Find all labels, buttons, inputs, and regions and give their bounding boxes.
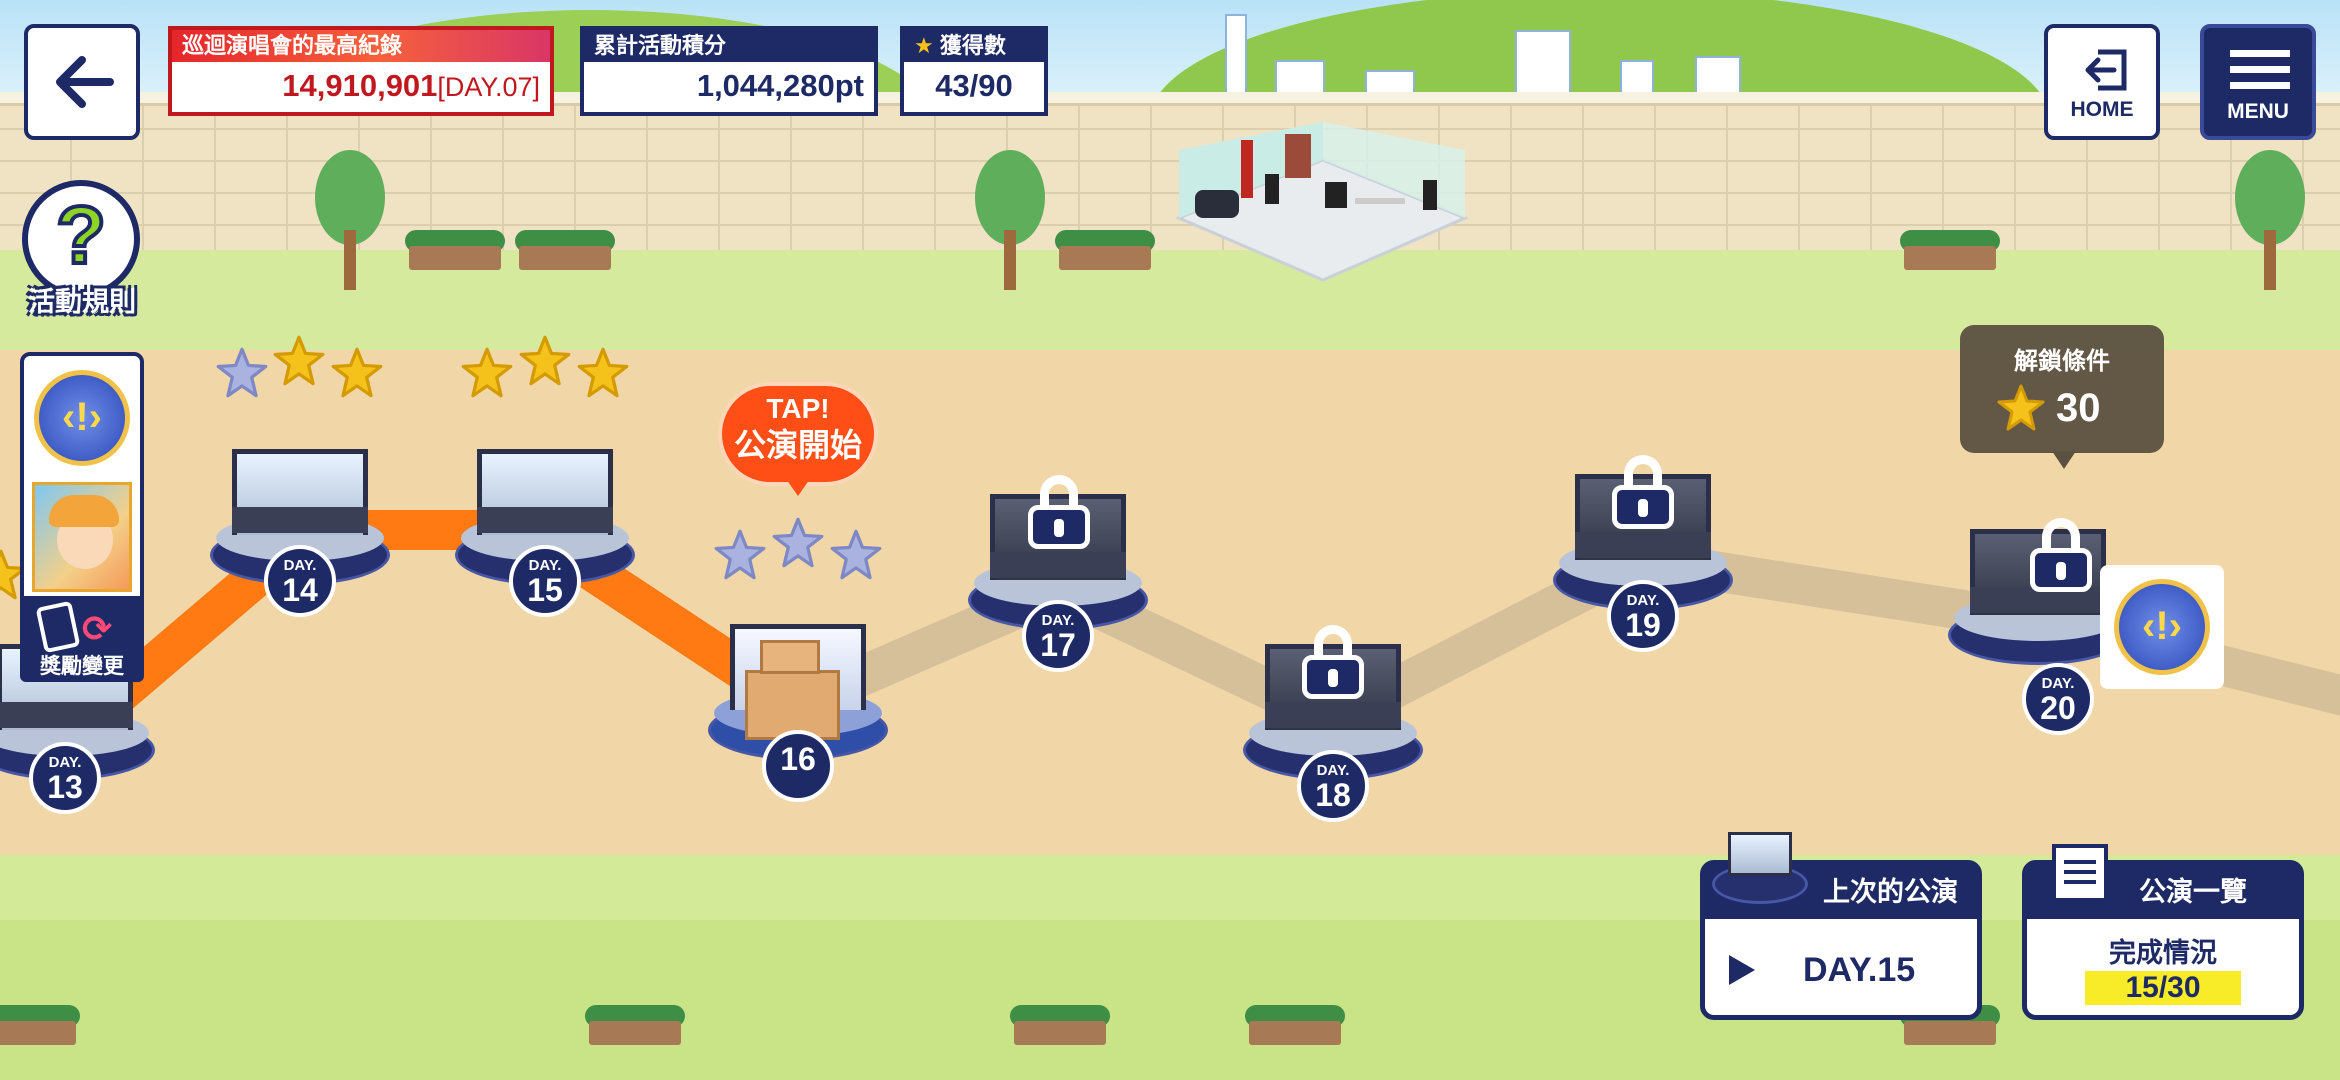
reward-change-button[interactable]: ⟳ 獎勵變更 [20, 596, 144, 682]
day-badge-20: DAY.20 [2022, 663, 2094, 735]
star-gold-icon [330, 346, 384, 400]
bush-planter [0, 1005, 80, 1045]
star-empty-icon [829, 528, 883, 582]
arrow-left-icon [56, 56, 114, 108]
event-rules-button[interactable]: ? 活動規則 [20, 180, 144, 317]
day-badge-14: DAY.14 [264, 545, 336, 617]
bush-planter [1245, 1005, 1345, 1045]
day-badge-13: DAY.13 [29, 742, 101, 814]
scroll-right-button[interactable]: ‹!› [2100, 565, 2224, 689]
day-badge-18: DAY.18 [1297, 750, 1369, 822]
list-document-icon [2052, 844, 2108, 902]
reward-change-label: 獎勵變更 [40, 655, 124, 678]
tap-text: TAP! [766, 393, 830, 424]
star-small-icon: ★ [914, 33, 934, 58]
star-gold-icon [518, 334, 572, 388]
brick-wall [0, 96, 2340, 256]
total-points-value: 1,044,280pt [696, 68, 864, 103]
bush-planter [405, 230, 505, 270]
bush-planter [1900, 230, 2000, 270]
home-button[interactable]: HOME [2044, 24, 2160, 140]
building [1695, 56, 1741, 96]
menu-label: MENU [2227, 100, 2289, 123]
switch-arrows-icon[interactable]: ‹!› [34, 370, 130, 466]
last-performance-value: DAY.15 [1803, 951, 1916, 989]
unlock-value: 30 [2056, 386, 2101, 430]
reward-character-card[interactable] [32, 482, 132, 592]
day-badge-19: DAY.19 [1607, 580, 1679, 652]
star-empty-icon [215, 346, 269, 400]
star-gold-icon [1996, 383, 2046, 433]
stage-day-18[interactable] [1243, 640, 1423, 790]
bush-planter [515, 230, 615, 270]
question-mark-icon: ? [54, 188, 108, 283]
bush-planter [585, 1005, 685, 1045]
bush-planter [1010, 1005, 1110, 1045]
day-badge-16: 16 [762, 730, 834, 802]
day-badge-17: DAY.17 [1022, 600, 1094, 672]
best-record-panel: 巡迴演唱會的最高紀錄 14,910,901[DAY.07] [168, 26, 554, 116]
play-icon [1729, 955, 1755, 985]
building [1275, 60, 1325, 96]
exit-home-icon [2085, 49, 2127, 91]
start-performance-text: 公演開始 [733, 427, 862, 463]
star-gold-icon [460, 346, 514, 400]
star-gold-icon [272, 334, 326, 388]
completion-label: 完成情況 [2109, 938, 2217, 968]
reward-side-panel: ‹!› ⟳ 獎勵變更 [20, 352, 144, 682]
home-label: HOME [2070, 98, 2134, 121]
obtained-count-panel: ★ 獲得數 43/90 [900, 26, 1048, 116]
obtained-value: 43/90 [935, 68, 1013, 103]
unlock-title: 解鎖條件 [2014, 348, 2110, 375]
refresh-icon: ⟳ [82, 608, 113, 649]
lock-icon [1610, 455, 1676, 529]
tap-start-bubble[interactable]: TAP! 公演開始 [718, 382, 878, 500]
tree [2235, 150, 2305, 290]
star-empty-icon [713, 528, 767, 582]
total-points-panel: 累計活動積分 1,044,280pt [580, 26, 878, 116]
hamburger-icon [2230, 50, 2290, 90]
unlock-condition-tooltip: 解鎖條件 30 [1960, 325, 2164, 469]
lock-icon [1026, 475, 1092, 549]
day-badge-15: DAY.15 [509, 545, 581, 617]
switch-arrows-icon: ‹!› [2114, 579, 2210, 675]
completion-value: 15/30 [2085, 971, 2241, 1005]
best-record-title: 巡迴演唱會的最高紀錄 [172, 30, 550, 62]
cardboard-boxes [745, 640, 840, 740]
tree [975, 150, 1045, 290]
tree [315, 150, 385, 290]
stage-thumbnail-icon [1712, 830, 1808, 908]
lock-icon [2028, 518, 2094, 592]
rules-label: 活動規則 [28, 287, 136, 317]
obtained-title: ★ 獲得數 [904, 30, 1044, 62]
studio-room[interactable] [1175, 120, 1470, 285]
menu-button[interactable]: MENU [2200, 24, 2316, 140]
card-icon [35, 600, 81, 654]
back-button[interactable] [24, 24, 140, 140]
best-record-value: 14,910,901[DAY.07] [282, 68, 540, 103]
total-points-title: 累計活動積分 [584, 30, 874, 62]
bush-planter [1055, 230, 1155, 270]
performance-list-button[interactable]: 公演一覽 完成情況 15/30 [2022, 860, 2304, 1020]
star-gold-icon [576, 346, 630, 400]
star-empty-icon [771, 516, 825, 570]
lock-icon [1300, 625, 1366, 699]
